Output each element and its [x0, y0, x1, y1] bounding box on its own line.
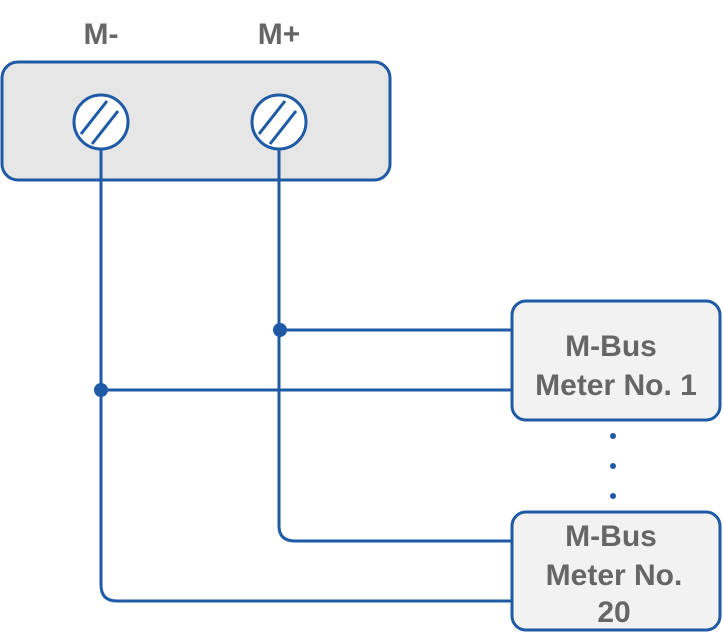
screw-terminal-plus-icon	[250, 93, 308, 151]
meter-box-1: M-Bus Meter No. 1	[510, 299, 722, 422]
wire-plus-bus	[277, 149, 512, 543]
meter-box-1-frame	[510, 299, 722, 422]
meter-20-title: M-Bus	[565, 520, 657, 553]
continuation-dots	[610, 433, 616, 499]
meter-20-number-line2: 20	[597, 596, 630, 629]
terminal-minus-label: M-	[84, 18, 119, 51]
meter-box-20: M-Bus Meter No. 20	[510, 510, 722, 632]
junction-dot-minus	[94, 383, 108, 397]
meter-box-20-frame	[510, 510, 722, 632]
junction-dot-plus	[273, 323, 287, 337]
meter-1-number: Meter No. 1	[535, 369, 697, 402]
wire-minus-bus	[99, 149, 512, 603]
terminal-plus-label: M+	[258, 18, 301, 51]
meter-20-number-line1: Meter No.	[546, 559, 683, 592]
screw-terminal-minus-icon	[72, 93, 130, 151]
terminal-block	[0, 60, 392, 182]
meter-1-title: M-Bus	[565, 330, 657, 363]
